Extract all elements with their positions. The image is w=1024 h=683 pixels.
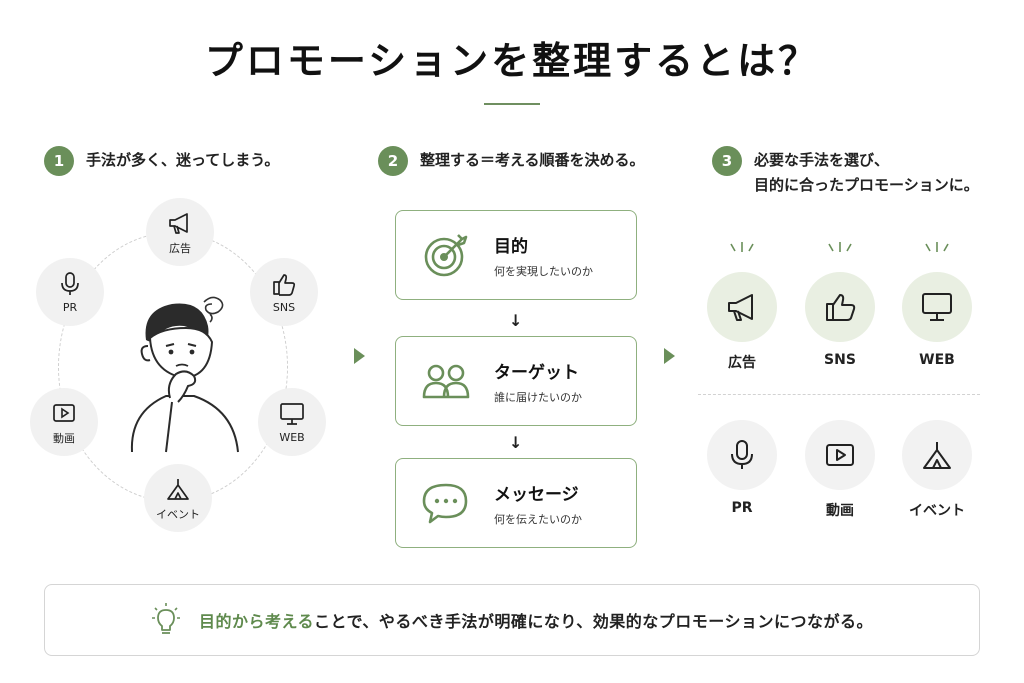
method-pr: PR bbox=[36, 258, 104, 326]
page-title: プロモーションを整理するとは？ bbox=[204, 39, 820, 83]
flow-arrow-2 bbox=[664, 348, 675, 364]
selected-method-web bbox=[902, 272, 972, 342]
selected-method-ad bbox=[707, 272, 777, 342]
other-method-label: イベント bbox=[909, 503, 965, 519]
conclusion-highlight: 目的から考える bbox=[199, 612, 315, 631]
dizzy-swirl-icon bbox=[203, 296, 224, 323]
microphone-icon bbox=[61, 272, 79, 295]
box-title: 目的 bbox=[494, 236, 528, 257]
highlight-rays-icon bbox=[730, 242, 754, 252]
tent-icon bbox=[167, 478, 189, 500]
box-subtitle: 何を伝えたいのか bbox=[494, 512, 582, 526]
conclusion-text: 目的から考えることで、やるべき手法が明確になり、効果的なプロモーションにつながる… bbox=[199, 608, 873, 632]
other-method-pr bbox=[707, 420, 777, 490]
tent-icon bbox=[923, 442, 951, 469]
method-label: PR bbox=[62, 301, 78, 314]
method-video: 動画 bbox=[30, 388, 98, 456]
method-label: 動画 bbox=[53, 431, 75, 445]
lightbulb-icon bbox=[152, 603, 181, 634]
microphone-icon bbox=[731, 440, 753, 469]
step-number: 2 bbox=[378, 146, 408, 176]
conclusion-rest: ことで、やるべき手法が明確になり、効果的なプロモーションにつながる。 bbox=[314, 612, 873, 631]
other-method-label: 動画 bbox=[826, 503, 854, 519]
order-box-purpose: 目的 何を実現したいのか bbox=[395, 210, 637, 300]
box-subtitle: 誰に届けたいのか bbox=[494, 390, 582, 404]
method-ad: 広告 bbox=[146, 198, 214, 266]
box-subtitle: 何を実現したいのか bbox=[494, 264, 593, 278]
method-sns: SNS bbox=[250, 258, 318, 326]
flow-arrow-1 bbox=[354, 348, 365, 364]
video-play-icon bbox=[826, 444, 854, 466]
video-play-icon bbox=[53, 403, 75, 422]
people-icon bbox=[422, 364, 470, 399]
megaphone-icon bbox=[728, 294, 753, 321]
selected-method-label: WEB bbox=[919, 352, 955, 368]
order-box-target: ターゲット 誰に届けたいのか bbox=[395, 336, 637, 426]
step-text: 必要な手法を選び、 目的に合ったプロモーションに。 bbox=[754, 148, 979, 198]
order-box-message: メッセージ 何を伝えたいのか bbox=[395, 458, 637, 548]
monitor-icon bbox=[922, 293, 952, 321]
thumbs-up-icon bbox=[273, 274, 296, 296]
step-number: 1 bbox=[44, 146, 74, 176]
selected-method-label: SNS bbox=[824, 352, 856, 368]
box-title: メッセージ bbox=[494, 484, 579, 505]
megaphone-icon bbox=[169, 212, 188, 234]
monitor-icon bbox=[280, 403, 304, 425]
method-label: SNS bbox=[272, 301, 296, 314]
box-title: ターゲット bbox=[494, 362, 579, 383]
conclusion-banner: 目的から考えることで、やるべき手法が明確になり、効果的なプロモーションにつながる… bbox=[44, 584, 980, 656]
step-text-line: 目的に合ったプロモーションに。 bbox=[754, 176, 979, 194]
confused-person-illustration bbox=[130, 296, 239, 453]
speech-bubble-icon bbox=[422, 483, 468, 524]
down-arrow: ↓ bbox=[509, 433, 523, 452]
method-label: WEB bbox=[279, 431, 305, 444]
method-label: イベント bbox=[156, 507, 200, 521]
step-text: 手法が多く、迷ってしまう。 bbox=[86, 151, 280, 169]
highlight-rays-icon bbox=[828, 242, 852, 252]
other-method-event bbox=[902, 420, 972, 490]
target-icon bbox=[424, 234, 468, 277]
selected-method-sns bbox=[805, 272, 875, 342]
title-underline bbox=[484, 103, 540, 105]
down-arrow: ↓ bbox=[509, 311, 523, 330]
highlight-rays-icon bbox=[925, 242, 949, 252]
other-method-label: PR bbox=[731, 500, 753, 516]
method-web: WEB bbox=[258, 388, 326, 456]
column-3-divider bbox=[698, 394, 980, 395]
other-method-video bbox=[805, 420, 875, 490]
step-1-header: 1 手法が多く、迷ってしまう。 bbox=[44, 146, 279, 176]
step-text: 整理する＝考える順番を決める。 bbox=[420, 151, 645, 169]
step-2-header: 2 整理する＝考える順番を決める。 bbox=[378, 146, 645, 176]
step-text-line: 必要な手法を選び、 bbox=[754, 151, 890, 169]
method-label: 広告 bbox=[169, 241, 191, 255]
selected-method-label: 広告 bbox=[728, 355, 756, 371]
method-event: イベント bbox=[144, 464, 212, 532]
step-3-header: 3 必要な手法を選び、 目的に合ったプロモーションに。 bbox=[712, 146, 979, 198]
thumbs-up-icon bbox=[826, 294, 856, 321]
step-number: 3 bbox=[712, 146, 742, 176]
